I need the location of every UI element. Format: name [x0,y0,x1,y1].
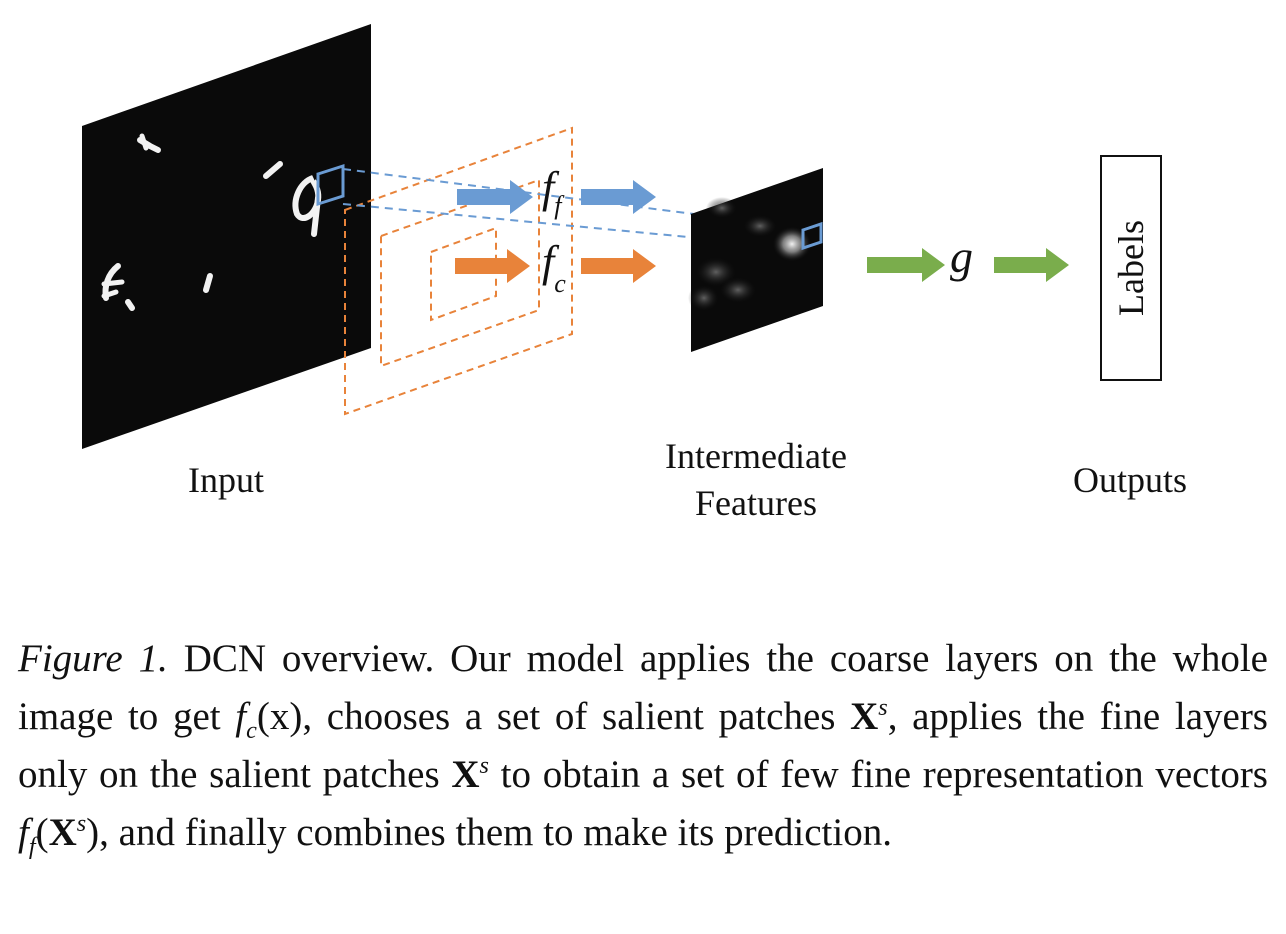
caption-math-ff: ff(Xs) [18,810,100,860]
caption-math-xs-2: Xs [451,752,489,796]
outputs-label: Outputs [1073,460,1187,500]
fine-function-label: ff [542,163,565,220]
fine-arrow-in [457,180,533,214]
dcn-overview-diagram: ff fc g Labels Input Intermediate Featur… [82,24,1187,523]
caption-text-1: DCN overview. Our model applies the coar… [18,637,1268,738]
aggregator-arrow-out [994,248,1069,282]
salient-patch-input [316,163,345,207]
caption-math-fc: fc [235,695,257,744]
caption-text-3: , applies the fine layers only on the sa… [18,695,1268,796]
labels-output-box: Labels [1100,155,1162,381]
intermediate-label-line1: Intermediate [665,436,847,476]
coarse-function-label: fc [542,237,566,298]
labels-box-text: Labels [1111,220,1151,316]
caption-math-fc-arg: (x) [256,695,303,738]
fine-arrow-out [581,180,656,214]
caption-text-5: , and finally combines them to make its … [99,811,892,854]
intermediate-feature-map [688,168,823,352]
caption-text-4: to obtain a set of few fine representati… [488,753,1268,796]
caption-text-2: , chooses a set of salient patches [302,695,851,738]
aggregator-arrow-in [867,248,945,282]
figure-caption: Figure 1. DCN overview. Our model applie… [18,630,1268,862]
coarse-arrow-in [455,249,530,283]
input-image-panel [82,24,371,449]
caption-math-xs-1: Xs [850,694,888,738]
aggregator-function-label: g [950,231,973,282]
input-label: Input [188,460,264,500]
salient-patch-features [801,221,823,251]
figure-number: Figure 1. [18,637,168,680]
coarse-arrow-out [581,249,656,283]
intermediate-label-line2: Features [695,483,817,523]
